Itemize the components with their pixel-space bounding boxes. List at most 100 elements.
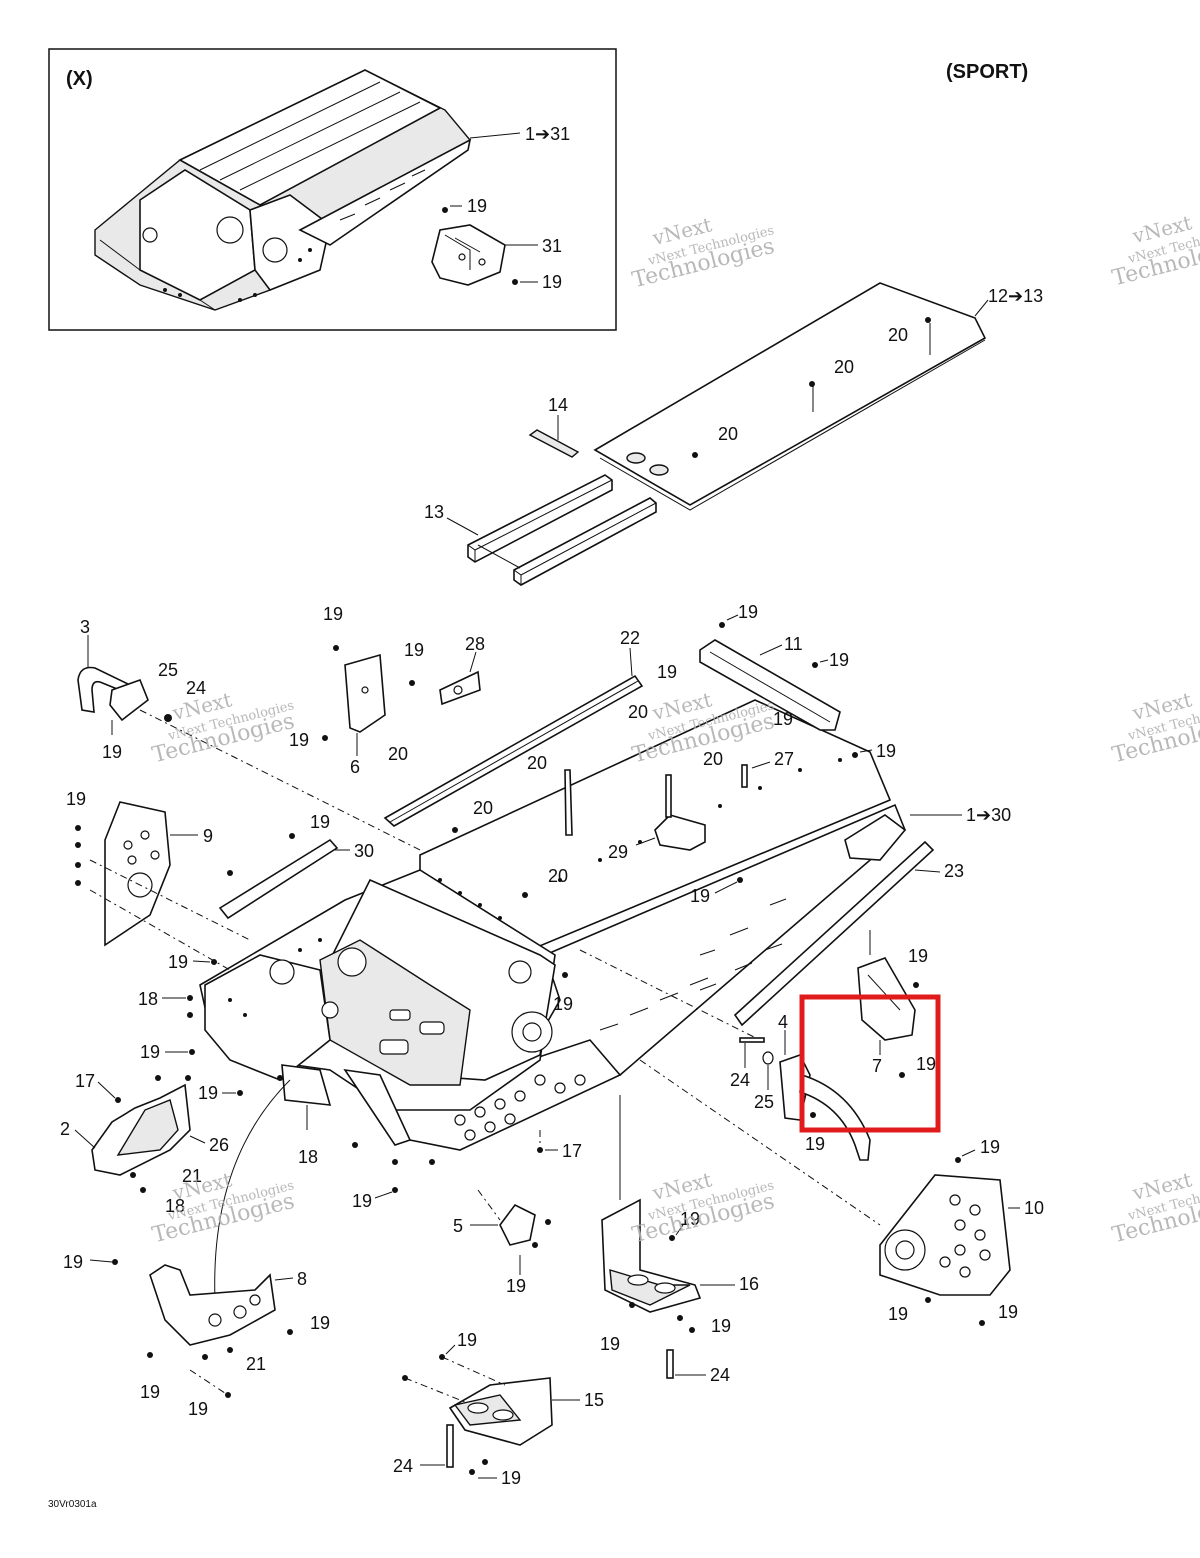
panel-9 [104, 801, 171, 947]
bracket-29 [654, 764, 748, 851]
callout-19-t: 19 [980, 1137, 1000, 1157]
inset-label: (X) [66, 68, 93, 90]
bracket-8 [149, 1264, 276, 1346]
callout-21-b: 21 [246, 1354, 266, 1374]
callout-17-b: 17 [562, 1141, 582, 1161]
callout-11: 11 [784, 634, 803, 654]
inset-frame-drawing [94, 69, 472, 311]
callout-20-f: 20 [527, 753, 547, 773]
callout-13: 13 [424, 502, 444, 522]
callout-16: 16 [739, 1274, 759, 1294]
callout-8: 8 [297, 1269, 307, 1289]
callout-4: 4 [778, 1012, 788, 1032]
callout-5: 5 [453, 1216, 463, 1236]
variant-label: (SPORT) [946, 61, 1028, 83]
callout-1-30: 1➔30 [966, 805, 1011, 825]
callout-19-z: 19 [600, 1334, 620, 1354]
bracket-18 [281, 1064, 412, 1146]
callout-24-d: 24 [393, 1456, 413, 1476]
callout-24-a: 24 [186, 678, 206, 698]
highlight-box [799, 994, 941, 1133]
callout-24-b: 24 [730, 1070, 750, 1090]
callout-19-b: 19 [289, 730, 309, 750]
callout-19-u-right: 19 [805, 1134, 825, 1154]
callout-19-d: 19 [404, 640, 424, 660]
callout-19-ac: 19 [310, 1313, 330, 1333]
callout-12-13: 12➔13 [988, 286, 1043, 306]
callout-19-ae: 19 [188, 1399, 208, 1419]
bracket-11 [699, 639, 841, 731]
callout-19-k: 19 [310, 812, 330, 832]
inset-bracket-31 [431, 224, 506, 286]
callout-9: 9 [203, 826, 213, 846]
callout-19-af: 19 [457, 1330, 477, 1350]
plate-6 [344, 653, 386, 733]
main-tunnel-frame [199, 699, 907, 1151]
rails-13 [467, 474, 657, 586]
bracket-28 [439, 670, 481, 706]
callout-2: 2 [60, 1119, 70, 1139]
callout-19-x: 19 [888, 1304, 908, 1324]
rail-22 [383, 674, 644, 827]
callout-23: 23 [944, 861, 964, 881]
callout-29: 29 [608, 842, 628, 862]
inset-panel: (X) 1➔31 19 31 [48, 48, 617, 331]
callout-14: 14 [548, 395, 568, 415]
callout-30: 30 [354, 841, 374, 861]
bolt-20f [564, 769, 573, 836]
callout-19-j: 19 [66, 789, 86, 809]
callout-20-g: 20 [703, 749, 723, 769]
callout-26: 26 [209, 1135, 229, 1155]
callout-20-h: 20 [473, 798, 493, 818]
footrest-15 [448, 1377, 553, 1446]
callout-17-a: 17 [75, 1071, 95, 1091]
callout-19-e: 19 [657, 662, 677, 682]
bolt-24-right [666, 1349, 674, 1379]
callout-20-c: 20 [718, 424, 738, 444]
callout-7: 7 [872, 1056, 882, 1076]
callout-19-v: 19 [506, 1276, 526, 1296]
callout-19-ad: 19 [140, 1382, 160, 1402]
callout-19-i: 19 [876, 741, 896, 761]
plate-10 [879, 1174, 1011, 1296]
callout-19-s: 19 [352, 1191, 372, 1211]
callout-19-ab: 19 [63, 1252, 83, 1272]
inset-callout-assembly: 1➔31 [525, 124, 570, 144]
callout-19-y: 19 [998, 1302, 1018, 1322]
callout-19-q: 19 [908, 946, 928, 966]
callout-19-a: 19 [102, 742, 122, 762]
callout-28: 28 [465, 634, 485, 654]
bolt-24-lower [446, 1424, 454, 1468]
callout-19-f: 19 [738, 602, 758, 622]
callout-20-d: 20 [388, 744, 408, 764]
inset-callout-screw-top: 19 [467, 196, 487, 216]
callout-19-g: 19 [829, 650, 849, 670]
callout-27: 27 [774, 749, 794, 769]
callout-19-n: 19 [140, 1042, 160, 1062]
strip-14 [528, 429, 580, 458]
bracket-5 [499, 1203, 536, 1246]
callout-24-c: 24 [710, 1365, 730, 1385]
callout-20-e: 20 [628, 702, 648, 722]
callout-20-a: 20 [888, 325, 908, 345]
steering-arc [214, 1079, 291, 1301]
strip-30 [218, 838, 339, 920]
callout-10: 10 [1024, 1198, 1044, 1218]
callout-21-a: 21 [182, 1166, 202, 1186]
callout-20-b: 20 [834, 357, 854, 377]
callout-19-r: 19 [916, 1054, 936, 1074]
callout-18-a: 18 [138, 989, 158, 1009]
callout-19-c: 19 [323, 604, 343, 624]
footrest-16 [601, 1198, 702, 1313]
callout-19-l: 19 [690, 886, 710, 906]
callout-3: 3 [80, 617, 90, 637]
callout-18-b: 18 [298, 1147, 318, 1167]
callout-18-c: 18 [165, 1196, 185, 1216]
drawing-code: 30Vr0301a [48, 1499, 97, 1510]
callout-19-p: 19 [553, 994, 573, 1014]
callout-19-h: 19 [773, 709, 793, 729]
callout-19-ag: 19 [501, 1468, 521, 1488]
ski-leg-2 [91, 1083, 191, 1176]
callout-25-b: 25 [754, 1092, 774, 1112]
